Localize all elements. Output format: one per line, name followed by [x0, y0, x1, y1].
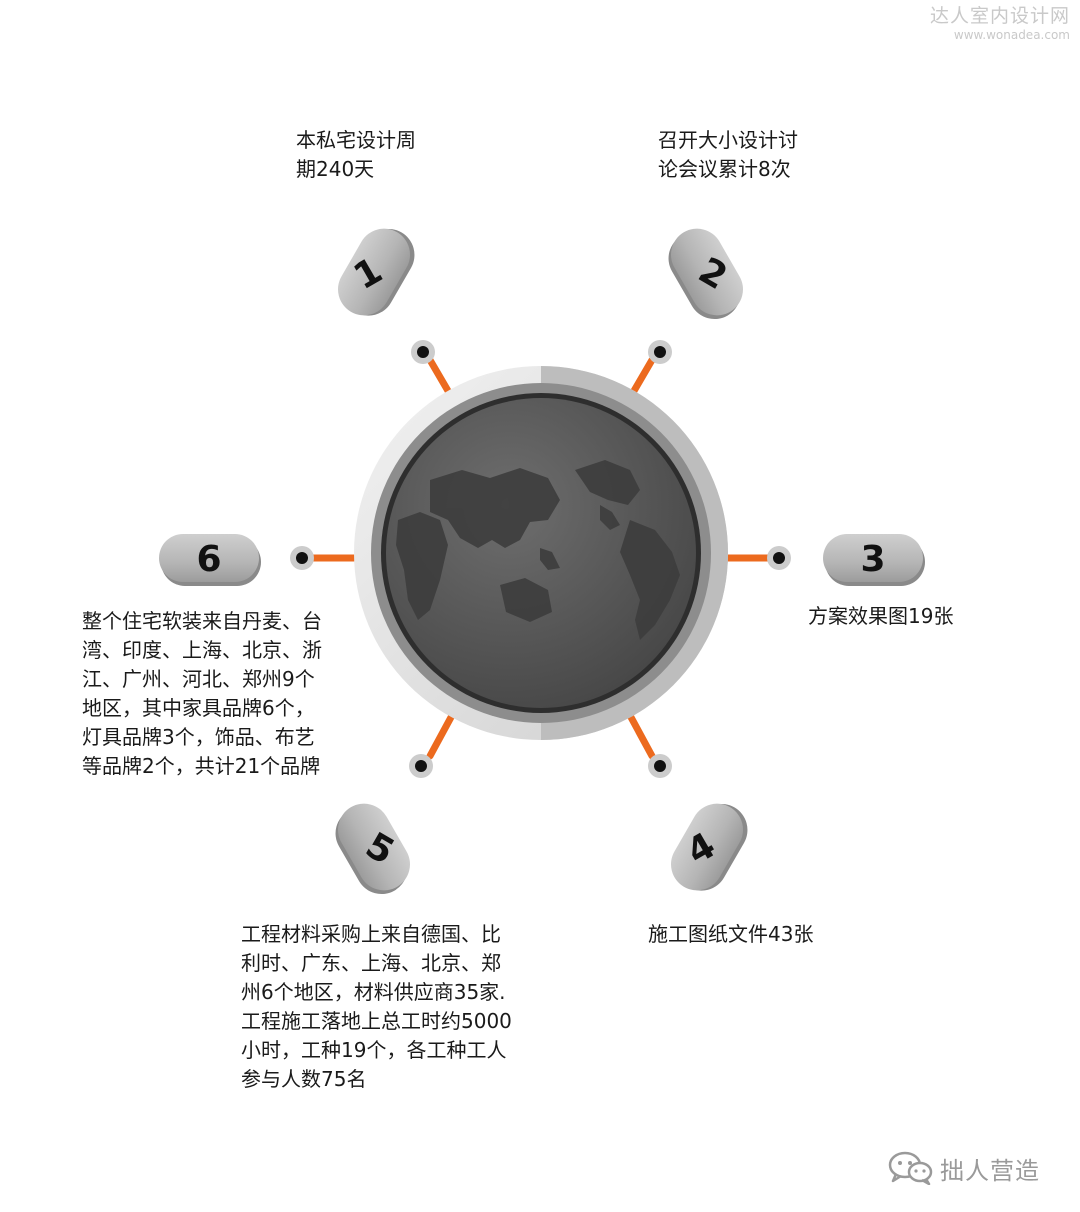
badge-4	[671, 803, 748, 891]
connector-dot-6	[290, 546, 314, 570]
item-6-description: 整个住宅软装来自丹麦、台 湾、印度、上海、北京、浙 江、广州、河北、郑州9个 地…	[82, 609, 322, 778]
connector-dot-1	[411, 340, 435, 364]
connector-dots	[290, 340, 791, 778]
connector-dot-3	[767, 546, 791, 570]
watermark: 达人室内设计网 www.wonadea.com	[930, 4, 1070, 42]
badge-6	[159, 534, 261, 586]
badge-5	[335, 803, 410, 895]
item-2-description: 召开大小设计讨 论会议累计8次	[658, 128, 798, 181]
world-map-globe-icon	[386, 398, 696, 708]
connector-dot-4	[648, 754, 672, 778]
item-4-description: 施工图纸文件43张	[648, 922, 814, 946]
connector-dot-2	[648, 340, 672, 364]
badge-1	[338, 228, 415, 316]
watermark-url: www.wonadea.com	[953, 28, 1070, 42]
connector-dot-5	[409, 754, 433, 778]
item-3-description: 方案效果图19张	[808, 604, 954, 628]
brand-name: 拙人营造	[940, 1156, 1040, 1185]
item-1-description: 本私宅设计周 期240天	[296, 128, 416, 181]
globe-hub	[354, 366, 728, 740]
badge-3	[823, 534, 925, 586]
brand-logo: 拙人营造	[888, 1148, 1040, 1188]
badge-2	[668, 228, 743, 320]
badge-number-3: 3	[860, 539, 885, 580]
wechat-icon	[888, 1151, 933, 1185]
watermark-title: 达人室内设计网	[929, 5, 1070, 27]
number-badges	[159, 228, 925, 895]
item-5-description: 工程材料采购上来自德国、比 利时、广东、上海、北京、郑 州6个地区，材料供应商3…	[241, 922, 512, 1091]
badge-number-6: 6	[196, 539, 221, 580]
